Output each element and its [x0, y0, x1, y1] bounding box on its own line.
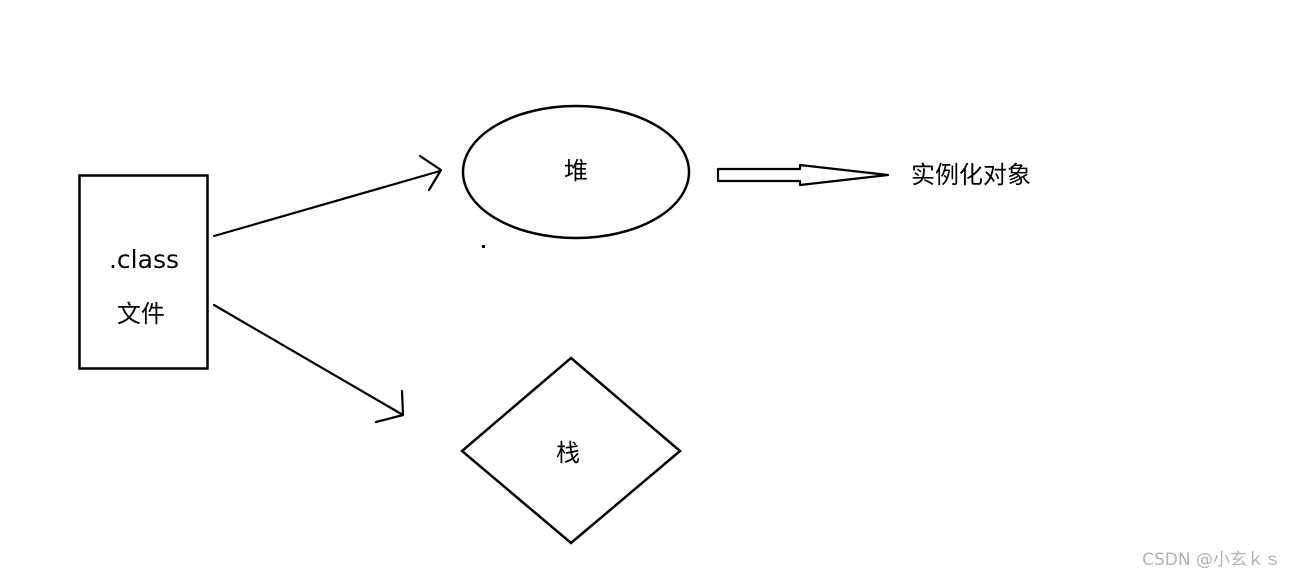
- class-file-label-line1: .class: [109, 245, 179, 274]
- class-file-box: [78, 174, 209, 370]
- arrow-to-stack-head: [374, 389, 405, 424]
- arrow-to-heap-head: [418, 154, 443, 192]
- class-file-label-line2: 文件: [117, 300, 165, 328]
- stack-label: 栈: [556, 439, 580, 467]
- heap-label: 堆: [564, 157, 588, 185]
- watermark: CSDN @小玄ｋｓ: [1142, 550, 1281, 570]
- heap-ellipse: [461, 104, 691, 240]
- stack-diamond: [460, 356, 682, 545]
- arrow-to-stack: [212, 303, 405, 417]
- instance-label: 实例化对象: [911, 161, 1031, 189]
- arrow-to-heap: [212, 169, 442, 238]
- stray-dot: [482, 245, 485, 248]
- hollow-arrow-to-instance: [716, 163, 890, 187]
